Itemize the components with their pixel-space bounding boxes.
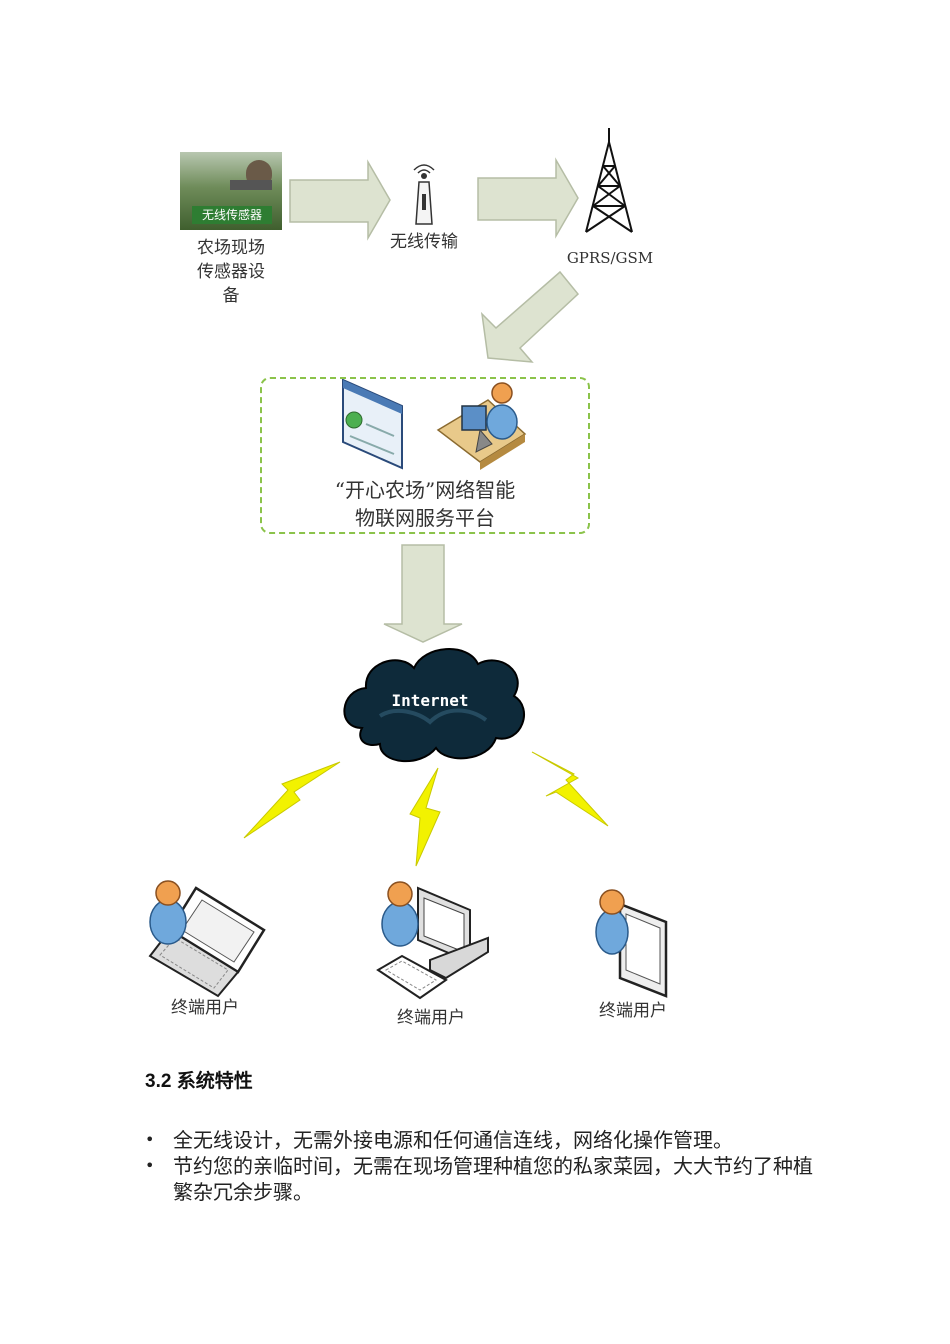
flow-arrow-wireless-to-tower [477, 157, 579, 239]
lightning-bolt-middle-icon [409, 767, 441, 867]
tablet-user-icon [595, 889, 668, 998]
flow-arrow-tower-to-platform [480, 270, 580, 363]
list-item-text: 节约您的亲临时间，无需在现场管理种植您的私家菜园，大大节约了种植繁杂冗余步骤。 [173, 1154, 813, 1204]
sensor-device-mount [230, 180, 272, 190]
web-page-icon [342, 378, 403, 470]
list-item: • 节约您的亲临时间，无需在现场管理种植您的私家菜园，大大节约了种植繁杂冗余步骤。 [145, 1153, 825, 1205]
lightning-bolt-left-icon [243, 761, 341, 839]
bullet-dot-icon: • [145, 1130, 155, 1149]
section-heading: 3.2 系统特性 [145, 1071, 253, 1092]
user-label-tablet: 终端用户 [599, 1001, 667, 1021]
desktop-user-icon [376, 881, 489, 1000]
bullet-dot-icon: • [145, 1156, 155, 1175]
operator-at-desk-icon [436, 382, 527, 470]
list-item: • 全无线设计，无需外接电源和任何通信连线，网络化操作管理。 [145, 1127, 825, 1153]
list-item-text: 全无线设计，无需外接电源和任何通信连线，网络化操作管理。 [173, 1128, 733, 1152]
platform-dashed-box [260, 377, 590, 534]
flow-arrow-platform-to-internet [383, 544, 463, 643]
platform-title: “开心农场”网络智能 物联网服务平台 [334, 478, 516, 530]
internet-cloud-icon [343, 648, 525, 762]
feature-list: • 全无线设计，无需外接电源和任何通信连线，网络化操作管理。 • 节约您的亲临时间，… [145, 1127, 825, 1205]
user-label-desktop: 终端用户 [397, 1008, 465, 1028]
sensor-label: 农场现场 传感器设 备 [197, 238, 265, 306]
cell-tower-icon [585, 128, 633, 233]
iot-architecture-diagram: 无线传感器 农场现场 传感器设 备 无线传输 GPRS/GSM “开心农场”网络… [148, 128, 668, 1028]
sensor-photo-tag: 无线传感器 [192, 206, 272, 224]
laptop-user-icon [148, 880, 266, 998]
wireless-label: 无线传输 [390, 232, 458, 252]
antenna-icon [413, 164, 435, 225]
flow-arrow-sensor-to-wireless [289, 159, 391, 241]
lightning-bolt-right-icon [531, 751, 609, 827]
diagram-graphics [148, 128, 668, 1000]
user-label-laptop: 终端用户 [171, 998, 239, 1018]
sensor-device-photo: 无线传感器 [180, 152, 282, 230]
cloud-label: Internet [391, 691, 469, 710]
tower-label: GPRS/GSM [566, 249, 654, 267]
